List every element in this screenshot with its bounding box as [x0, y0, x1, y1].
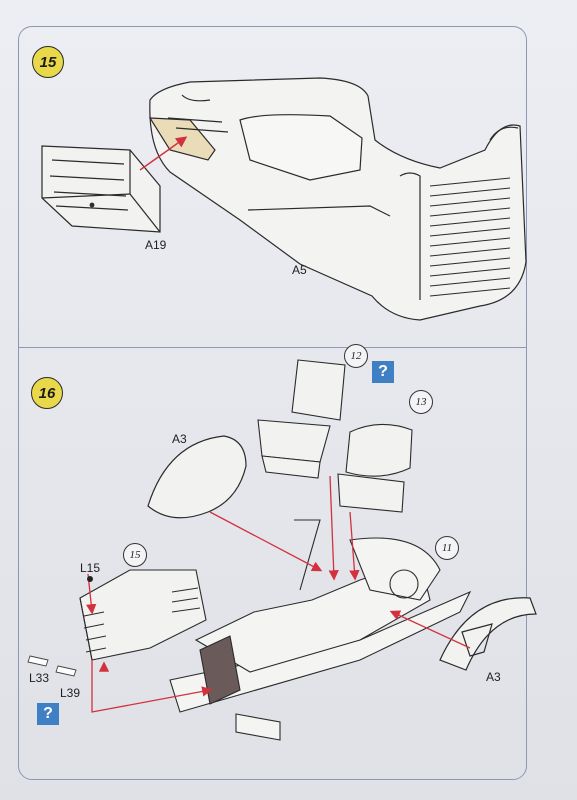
seat-13-drawing — [337, 423, 413, 513]
part-label-l39: L39 — [60, 686, 81, 700]
part-label-l15: L15 — [80, 561, 101, 575]
step-divider — [18, 347, 527, 348]
part-label-a19: A19 — [145, 238, 167, 252]
hood-front-drawing — [79, 569, 207, 661]
step-number: 15 — [39, 53, 57, 71]
step-number: 16 — [38, 384, 56, 402]
step-16-badge: 16 — [31, 377, 63, 409]
step-15-badge: 15 — [32, 46, 64, 78]
callout-11: 11 — [435, 536, 459, 560]
help-icon: ? — [372, 361, 394, 383]
chassis-drawing — [169, 519, 472, 741]
part-label-a3-cover: A3 — [172, 432, 187, 446]
help-icon: ? — [37, 703, 59, 725]
page-frame — [18, 26, 527, 780]
part-a3-fender-drawing — [439, 597, 537, 671]
callout-12: 12 — [344, 344, 368, 368]
part-l15-dot — [87, 576, 93, 582]
part-a3-cover-drawing — [147, 435, 247, 519]
decal-pieces — [27, 655, 77, 677]
part-label-a5: A5 — [292, 263, 307, 277]
part-label-l33: L33 — [29, 671, 50, 685]
callout-15: 15 — [123, 543, 147, 567]
callout-13: 13 — [409, 390, 433, 414]
seat-12-drawing — [257, 359, 346, 479]
part-label-a3-fender: A3 — [486, 670, 501, 684]
part-a5-drawing — [148, 77, 527, 321]
part-a19-drawing — [41, 145, 161, 233]
assembly-arrow — [139, 136, 188, 171]
assembly-arrows — [86, 475, 471, 713]
